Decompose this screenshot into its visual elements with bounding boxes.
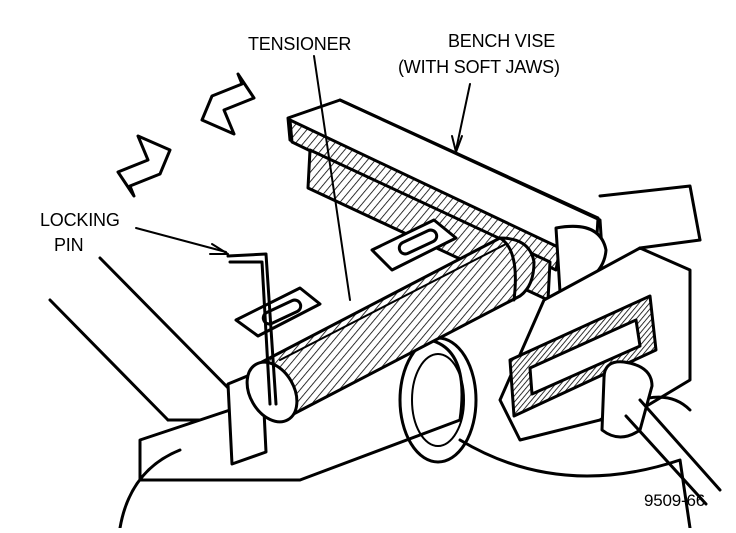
locking-pin-leader (135, 227, 227, 253)
swivel-base (458, 438, 692, 530)
vise-handle (600, 360, 654, 439)
soft-jaws-label: (WITH SOFT JAWS) (398, 57, 560, 77)
tensioner-body (260, 236, 536, 422)
rear-soft-jaw (288, 118, 562, 272)
arrow-left-down-icon (116, 134, 172, 198)
direction-arrows (116, 72, 256, 198)
mounting-slot-left (234, 286, 322, 338)
callout-leaders (135, 55, 471, 301)
workbench (48, 256, 242, 422)
bench-vise-leader (455, 83, 471, 151)
pin-label: PIN (54, 235, 83, 255)
arrow-right-up-icon (200, 72, 256, 136)
figure-number: 9509-66 (644, 491, 705, 510)
diagram-labels: TENSIONER BENCH VISE (WITH SOFT JAWS) LO… (40, 31, 705, 510)
locking-pin (226, 252, 278, 406)
locking-label: LOCKING (40, 210, 120, 230)
tensioner-leader (313, 55, 351, 301)
bench-vise-label: BENCH VISE (448, 31, 555, 51)
tensioner-tool (245, 236, 536, 424)
tensioner-label: TENSIONER (248, 34, 351, 54)
